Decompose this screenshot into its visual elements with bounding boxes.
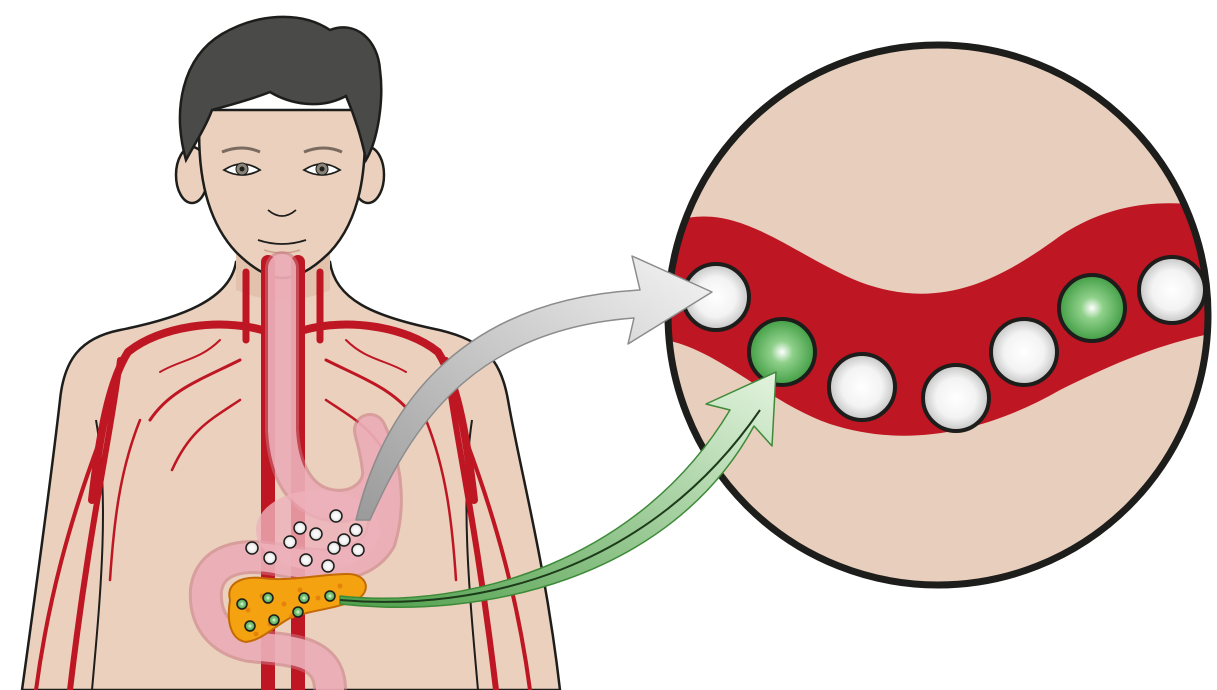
glucose-particle <box>923 365 989 431</box>
glucose-particle <box>284 536 296 548</box>
hormone-particle <box>299 593 309 603</box>
glucose-particle <box>300 554 312 566</box>
glucose-particle <box>294 522 306 534</box>
glucose-particle <box>352 544 364 556</box>
hormone-particle <box>245 621 255 631</box>
hormone-particle <box>749 319 815 385</box>
hormone-particle <box>269 615 279 625</box>
glucose-particle <box>829 354 895 420</box>
glucose-particle <box>310 528 322 540</box>
glucose-particle <box>1139 257 1205 323</box>
glucose-particle <box>264 552 276 564</box>
glucose-particle <box>991 319 1057 385</box>
magnified-blood-vessel-view <box>640 45 1217 585</box>
glucose-particle <box>350 524 362 536</box>
glucose-particle <box>322 560 334 572</box>
glucose-particle <box>328 542 340 554</box>
hormone-particle <box>263 593 273 603</box>
glucose-particle <box>330 510 342 522</box>
glucose-particle <box>338 534 350 546</box>
hormone-particle <box>237 599 247 609</box>
hormone-particle <box>325 591 335 601</box>
hormone-particle <box>1059 275 1125 341</box>
glucose-particle <box>246 542 258 554</box>
hormone-particle <box>293 607 303 617</box>
